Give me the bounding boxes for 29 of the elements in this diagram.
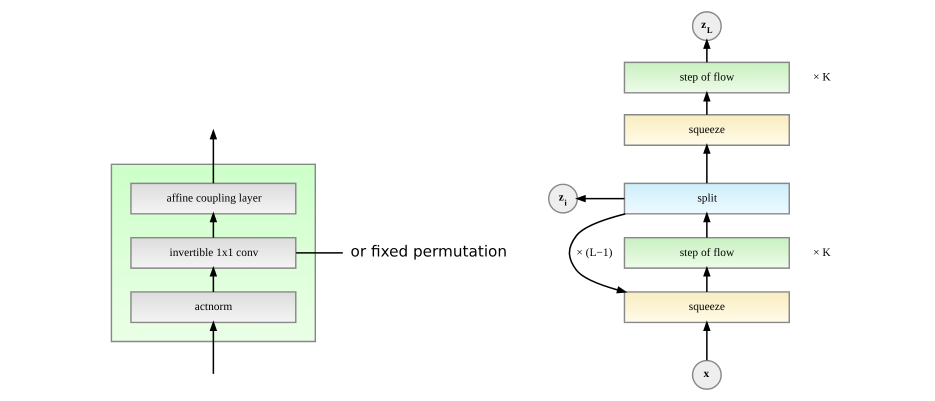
connector bbox=[296, 252, 343, 254]
node-box: invertible 1x1 conv bbox=[130, 236, 296, 269]
node-text: or fixed permutation bbox=[350, 242, 508, 261]
node-box: step of flow bbox=[624, 236, 790, 269]
arrow bbox=[703, 266, 711, 292]
arrow bbox=[703, 38, 711, 62]
arrow bbox=[575, 194, 624, 202]
node-label: × K bbox=[813, 72, 831, 84]
node-label: × K bbox=[813, 246, 831, 259]
node-circle: z$_{i}$ bbox=[548, 184, 578, 214]
arrow bbox=[703, 320, 711, 360]
cluster bbox=[110, 164, 316, 342]
arrow bbox=[210, 320, 218, 374]
arrow bbox=[568, 213, 628, 294]
arrow bbox=[703, 143, 711, 184]
arrow bbox=[703, 90, 711, 115]
node-box: split bbox=[624, 182, 790, 215]
node-box: squeeze bbox=[624, 291, 790, 324]
node-box: affine coupling layer bbox=[130, 182, 296, 215]
arrow bbox=[210, 212, 218, 238]
arrow bbox=[210, 266, 218, 292]
arrow bbox=[210, 128, 218, 184]
node-box: actnorm bbox=[130, 291, 296, 324]
node-box: squeeze bbox=[624, 114, 790, 146]
node-circle: x bbox=[692, 360, 722, 390]
edge-label: × (L−1) bbox=[576, 246, 612, 259]
node-circle: z$_{L}$ bbox=[692, 11, 722, 42]
arrow bbox=[703, 212, 711, 238]
node-box: step of flow bbox=[624, 62, 790, 94]
